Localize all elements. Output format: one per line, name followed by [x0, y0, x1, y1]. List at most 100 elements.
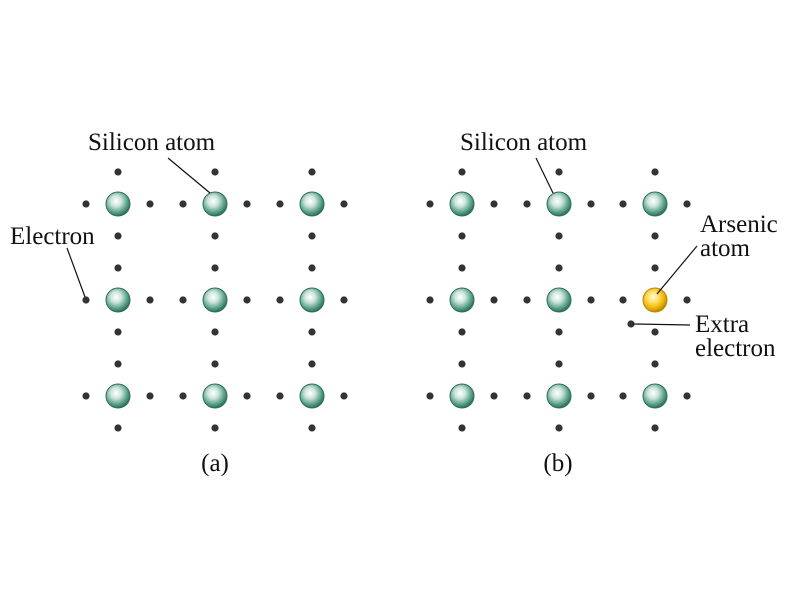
- electron-dot: [587, 392, 595, 400]
- silicon-atom: [105, 287, 131, 313]
- electron-dot: [114, 264, 122, 272]
- electron-dot: [651, 360, 659, 368]
- arsenic-atom-label-line1: Arsenic: [700, 211, 778, 238]
- silicon-atom: [202, 191, 228, 217]
- electron-dot: [651, 424, 659, 432]
- electron-dot: [243, 200, 251, 208]
- electron-dot: [555, 424, 563, 432]
- electron-dot: [243, 296, 251, 304]
- electron-dot: [211, 232, 219, 240]
- silicon-atom: [642, 383, 668, 409]
- panel-a: [82, 168, 348, 432]
- electron-dot: [619, 200, 627, 208]
- electron-dot: [587, 296, 595, 304]
- electron-dot: [523, 392, 531, 400]
- electron-dot: [555, 232, 563, 240]
- electron-dot: [458, 232, 466, 240]
- electron-dot: [683, 392, 691, 400]
- silicon-atom: [642, 191, 668, 217]
- electron-dot: [179, 392, 187, 400]
- silicon-atom: [105, 191, 131, 217]
- extra-electron-label-line1: Extra: [695, 311, 749, 338]
- electron-dot: [82, 200, 90, 208]
- electron-dot: [308, 328, 316, 336]
- silicon-atom: [105, 383, 131, 409]
- silicon-atom: [299, 191, 325, 217]
- caption-b: (b): [543, 450, 572, 477]
- electron-dot: [619, 392, 627, 400]
- silicon-atom: [546, 287, 572, 313]
- silicon-atom: [546, 191, 572, 217]
- electron-dot: [114, 328, 122, 336]
- electron-label: Electron: [10, 223, 95, 250]
- electron-dot: [555, 168, 563, 176]
- electron-dot: [114, 168, 122, 176]
- silicon-atom: [546, 383, 572, 409]
- silicon-atom: [449, 191, 475, 217]
- caption-a: (a): [201, 450, 229, 477]
- electron-dot: [82, 296, 90, 304]
- electron-dot: [426, 296, 434, 304]
- electron-dot: [619, 296, 627, 304]
- electron-dot: [426, 392, 434, 400]
- electron-dot: [146, 296, 154, 304]
- electron-dot: [651, 232, 659, 240]
- silicon-atom: [202, 287, 228, 313]
- electron-dot: [243, 392, 251, 400]
- electron-dot: [651, 168, 659, 176]
- electron-dot: [211, 168, 219, 176]
- extra-electron-label: Extra electron: [695, 311, 776, 362]
- electron-dot: [114, 360, 122, 368]
- electron-dot: [587, 200, 595, 208]
- electron-dot: [276, 200, 284, 208]
- electron-dot: [211, 264, 219, 272]
- electron-dot: [651, 328, 659, 336]
- electron-dot: [179, 296, 187, 304]
- electron-dot: [683, 200, 691, 208]
- electron-dot: [490, 296, 498, 304]
- electron-dot: [555, 360, 563, 368]
- electron-dot: [458, 168, 466, 176]
- electron-dot: [308, 232, 316, 240]
- electron-dot: [651, 264, 659, 272]
- electron-dot: [490, 392, 498, 400]
- electron-dot: [340, 392, 348, 400]
- extra-electron-dot: [627, 320, 635, 328]
- electron-dot: [276, 296, 284, 304]
- electron-dot: [308, 264, 316, 272]
- electron-dot: [523, 200, 531, 208]
- electron-dot: [308, 424, 316, 432]
- electron-dot: [276, 392, 284, 400]
- electron-dot: [458, 264, 466, 272]
- arsenic-atom: [642, 287, 668, 313]
- electron-dot: [211, 424, 219, 432]
- electron-dot: [458, 328, 466, 336]
- arsenic-atom-label: Arsenic atom: [700, 211, 784, 262]
- electron-dot: [458, 424, 466, 432]
- electron-dot: [523, 296, 531, 304]
- electron-dot: [555, 328, 563, 336]
- electron-dot: [426, 200, 434, 208]
- electron-dot: [340, 296, 348, 304]
- silicon-atom: [299, 287, 325, 313]
- electron-dot: [114, 232, 122, 240]
- silicon-atom-leader-a: [167, 157, 211, 194]
- electron-dot: [683, 296, 691, 304]
- arsenic-atom-label-line2: atom: [700, 235, 751, 262]
- electron-dot: [308, 168, 316, 176]
- electron-dot: [308, 360, 316, 368]
- electron-leader: [66, 247, 86, 298]
- extra-electron-label-line2: electron: [695, 335, 776, 362]
- silicon-atom: [299, 383, 325, 409]
- arsenic-atom-leader: [656, 245, 698, 295]
- extra-electron-leader: [632, 323, 691, 326]
- electron-dot: [490, 200, 498, 208]
- electron-dot: [146, 200, 154, 208]
- silicon-atom: [449, 383, 475, 409]
- silicon-atom-leader-b: [535, 157, 554, 194]
- silicon-atom: [449, 287, 475, 313]
- silicon-atom-label-b: Silicon atom: [460, 129, 588, 156]
- panel-b: [426, 168, 691, 432]
- electron-dot: [211, 360, 219, 368]
